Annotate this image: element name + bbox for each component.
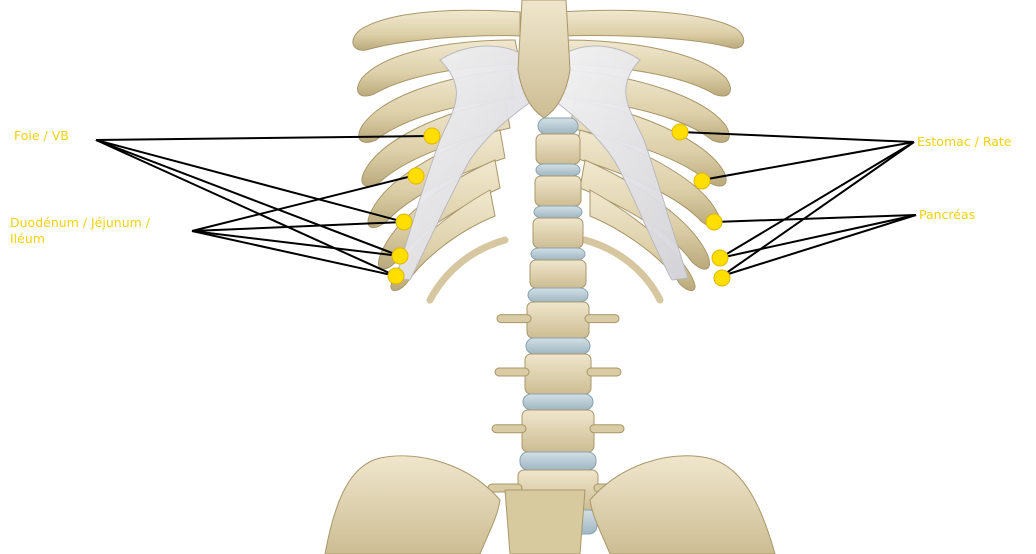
vertebral-body-10: [527, 302, 589, 338]
cartilage-left: [396, 46, 540, 280]
vertebral-body-14: [522, 410, 594, 452]
transverse-process-r-10: [585, 315, 619, 323]
transverse-process-l-14: [492, 425, 526, 433]
marker-right-4: [712, 250, 728, 266]
marker-left-3: [396, 214, 412, 230]
leader-lines: [96, 132, 916, 276]
transverse-process-r-14: [590, 425, 624, 433]
transverse-process-r-12: [587, 368, 621, 376]
floating-rib-left: [430, 240, 505, 300]
leader-pancreas-3: [722, 215, 916, 276]
vertebral-body-6: [533, 218, 583, 248]
marker-right-5: [714, 270, 730, 286]
vertebral-body-8: [530, 260, 586, 288]
intervertebral-disc-9: [528, 288, 588, 302]
intervertebral-disc-13: [523, 394, 593, 410]
marker-left-2: [408, 168, 424, 184]
intervertebral-disc-5: [534, 206, 582, 218]
label-foie-vb: Foie / VB: [14, 128, 69, 144]
marker-right-3: [706, 214, 722, 230]
vertebral-body-2: [536, 134, 580, 164]
leader-foie-1: [96, 136, 430, 140]
label-duodenum-jejunum-ileum: Duodénum / Jéjunum / Iléum: [10, 215, 200, 247]
sacrum: [505, 490, 585, 554]
vertebral-body-4: [535, 176, 581, 206]
intervertebral-disc-7: [531, 248, 585, 260]
leader-duo-4: [192, 231, 396, 276]
vertebral-body-12: [525, 354, 591, 394]
leader-estomac-4: [722, 142, 914, 276]
transverse-process-l-12: [495, 368, 529, 376]
intervertebral-disc-15: [520, 452, 596, 470]
label-estomac-rate: Estomac / Rate: [917, 134, 1012, 150]
marker-right-1: [672, 124, 688, 140]
marker-left-1: [424, 128, 440, 144]
intervertebral-disc-11: [526, 338, 590, 354]
marker-left-4: [392, 248, 408, 264]
marker-right-2: [694, 173, 710, 189]
iliac-wing-right: [590, 456, 775, 554]
intervertebral-disc-3: [536, 164, 580, 176]
iliac-wing-left: [325, 456, 500, 554]
intervertebral-disc-1: [538, 118, 578, 134]
marker-left-5: [388, 268, 404, 284]
label-pancreas: Pancréas: [919, 207, 975, 223]
transverse-process-l-10: [497, 315, 531, 323]
